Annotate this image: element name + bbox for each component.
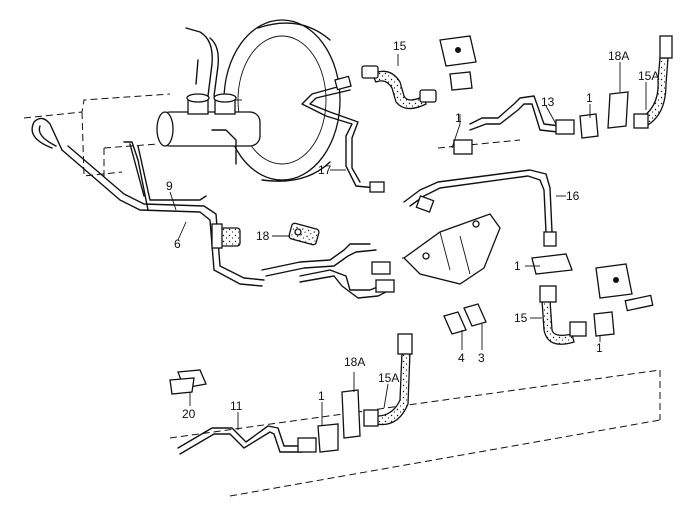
callout-15: 15	[514, 311, 528, 325]
callout-1: 1	[514, 259, 521, 273]
brake-pipes-6-9	[31, 117, 265, 287]
callout-6: 6	[174, 237, 181, 251]
callout-18: 18	[256, 229, 270, 243]
pressure-regulator-bracket	[371, 213, 501, 293]
callout-1: 1	[455, 111, 462, 125]
callout-labels: 15 1 13 1 18A 15A 17 16 9 6 18 1 15 1 4 …	[166, 39, 659, 421]
callout-9: 9	[166, 179, 173, 193]
rear-left-assembly	[169, 333, 413, 455]
callout-15A: 15A	[378, 371, 399, 385]
clip-18	[211, 222, 320, 249]
brake-pipe-17	[301, 75, 385, 193]
brake-pipe-16	[403, 169, 557, 247]
callout-3: 3	[478, 351, 485, 365]
callout-18A: 18A	[344, 355, 365, 369]
callout-1: 1	[586, 91, 593, 105]
callout-11: 11	[230, 399, 243, 413]
callout-4: 4	[458, 351, 465, 365]
brake-booster	[223, 19, 341, 182]
rear-right-lower-assembly	[531, 253, 654, 345]
reference-frames	[23, 93, 661, 497]
brake-hose-15-top	[361, 65, 437, 110]
callout-17: 17	[318, 163, 332, 177]
clips-3-4	[443, 303, 487, 335]
leader-lines	[169, 54, 647, 430]
callout-13: 13	[541, 95, 555, 109]
callout-15A: 15A	[638, 69, 659, 83]
callout-18A: 18A	[608, 49, 629, 63]
master-cylinder	[156, 27, 261, 147]
centre-pipes	[211, 129, 395, 299]
callout-15: 15	[393, 39, 407, 53]
callout-16: 16	[566, 189, 580, 203]
callout-20: 20	[182, 407, 196, 421]
callout-1: 1	[318, 389, 325, 403]
callout-1: 1	[596, 341, 603, 355]
rear-right-upper-assembly	[439, 35, 673, 155]
